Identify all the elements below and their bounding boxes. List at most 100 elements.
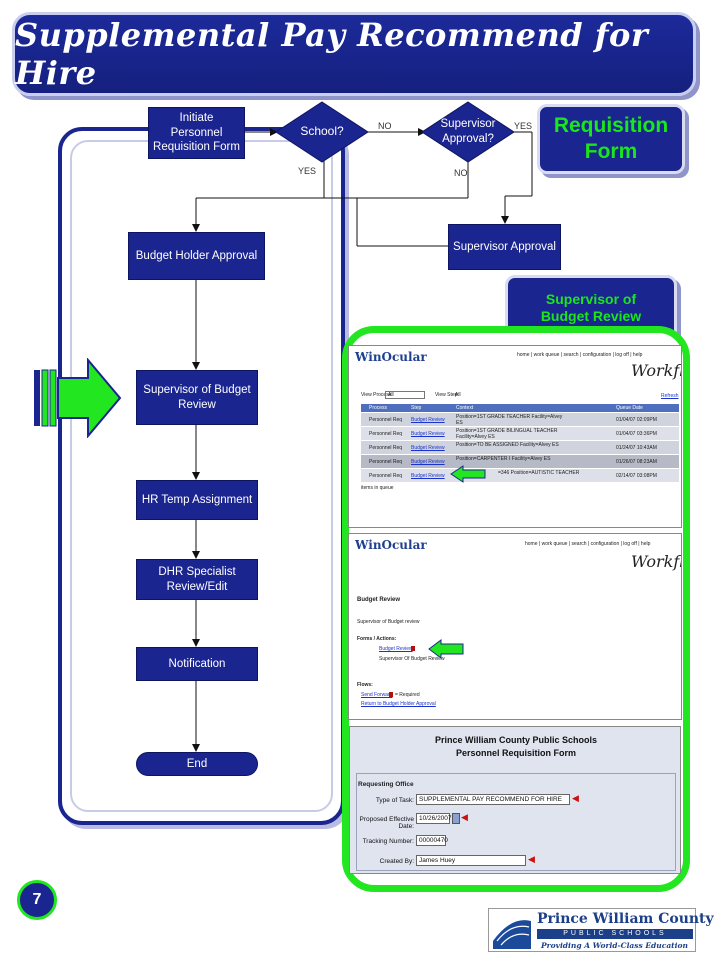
requesting-office-section: [356, 773, 676, 871]
form-subtitle: Supervisor Of Budget Review: [379, 656, 445, 662]
calendar-icon[interactable]: [452, 813, 460, 824]
row-step-link[interactable]: Budget Review: [411, 417, 445, 423]
type-of-task-label: Type of Task:: [375, 797, 414, 804]
flows-label: Flows:: [357, 682, 373, 688]
view-process-select[interactable]: All: [385, 391, 425, 399]
refresh-link[interactable]: Refresh: [661, 393, 679, 399]
school-question-label: School?: [300, 124, 344, 139]
created-by-field[interactable]: James Huey: [416, 855, 526, 866]
no-label-school: NO: [378, 121, 392, 131]
row-process: Personnel Req: [369, 445, 403, 451]
school-diamond: [275, 101, 369, 163]
budget-review-form-link[interactable]: Budget Review: [379, 646, 413, 652]
requisition-form-callout: Requisition Form: [537, 104, 685, 174]
top-nav[interactable]: home | work queue | search | configurati…: [517, 352, 643, 358]
page-number: 7: [17, 880, 57, 920]
tracking-number-label: Tracking Number:: [362, 838, 414, 845]
required-marker: ◀: [528, 854, 535, 864]
org-title: Prince William County Public Schools: [435, 735, 597, 745]
current-step-arrow-icon: [34, 358, 122, 438]
yes-label-supervisor: YES: [514, 121, 533, 131]
table-row[interactable]: Personnel Req Budget Review Position=CAR…: [361, 454, 679, 468]
winocular-logo: WinOcular: [355, 350, 427, 364]
yes-label-school: YES: [298, 166, 317, 176]
supervisor-approval-box: Supervisor Approval: [448, 224, 561, 270]
table-row[interactable]: Personnel Req Budget Review Position=TO …: [361, 440, 679, 454]
table-row[interactable]: Personnel Req Budget Review =346 Positio…: [361, 468, 679, 482]
created-by-label: Created By:: [379, 858, 414, 865]
pwcs-logo: Prince William County PUBLIC SCHOOLS Pro…: [488, 908, 714, 952]
required-marker: ◀: [461, 812, 468, 822]
requisition-form-screen: Prince William County Public Schools Per…: [349, 726, 681, 874]
row-process: Personnel Req: [369, 431, 403, 437]
queue-footer: items in queue: [361, 485, 394, 491]
col-process: Process: [369, 405, 388, 411]
row-step-link[interactable]: Budget Review: [411, 445, 445, 451]
row-date: 01/04/07 02:09PM: [616, 417, 657, 423]
hr-temp-assignment-box: HR Temp Assignment: [136, 480, 258, 520]
row-context: =346 Position=AUTISTIC TEACHER: [498, 470, 580, 476]
page-title: Supplemental Pay Recommend for Hire: [15, 16, 649, 92]
budget-review-screen: WinOcular home | work queue | search | c…: [348, 533, 682, 720]
form-title: Personnel Requisition Form: [455, 748, 576, 758]
no-label-supervisor: NO: [454, 168, 468, 178]
row-date: 01/26/07 08:23AM: [616, 459, 657, 465]
supervisor-question-label: Supervisor Approval?: [440, 118, 496, 145]
row-context: Position=1ST GRADE TEACHER Facility=Alve…: [456, 414, 563, 426]
row-process: Personnel Req: [369, 473, 403, 479]
winocular-logo: WinOcular: [355, 538, 427, 552]
pointer-arrow-icon: [450, 465, 486, 483]
required-marker: [411, 646, 415, 651]
budget-review-subheading: Supervisor of Budget review: [357, 619, 420, 625]
row-context: Position=CARPENTER I Facility=Alvey ES: [456, 456, 551, 462]
row-date: 02/14/07 03:08PM: [616, 473, 657, 479]
pointer-arrow-icon: [428, 639, 464, 659]
send-forward-link[interactable]: Send Forward: [361, 692, 393, 698]
row-context: Position=TO BE ASSIGNED Facility=Alvey E…: [456, 442, 559, 448]
budget-review-heading: Budget Review: [357, 597, 401, 603]
effective-date-label: Proposed Effective Date:: [359, 816, 414, 830]
row-context: Position=1ST GRADE BILINGUAL TEACHER Fac…: [456, 428, 558, 440]
forms-actions-label: Forms / Actions:: [357, 636, 397, 642]
tracking-number-field[interactable]: 00000470: [416, 835, 448, 846]
workflow-heading: Workflow: [631, 361, 681, 380]
col-queue-date: Queue Date: [616, 405, 643, 411]
end-terminator: End: [136, 752, 258, 776]
row-process: Personnel Req: [369, 459, 403, 465]
supervisor-approval-diamond: [421, 101, 515, 163]
row-step-link[interactable]: Budget Review: [411, 473, 445, 479]
notification-box: Notification: [136, 647, 258, 681]
logo-name: Prince William County: [537, 911, 714, 927]
row-date: 01/24/07 10:43AM: [616, 445, 657, 451]
required-legend: = Required: [395, 692, 420, 698]
row-date: 01/04/07 03:36PM: [616, 431, 657, 437]
globe-icon: [493, 920, 531, 949]
logo-tagline: Providing A World-Class Education: [541, 941, 688, 950]
work-queue-screen: WinOcular home | work queue | search | c…: [348, 345, 682, 528]
queue-table-header: Process Step Context Queue Date: [361, 404, 679, 412]
supervisor-budget-review-box: Supervisor of Budget Review: [136, 370, 258, 425]
table-row[interactable]: Personnel Req Budget Review Position=1ST…: [361, 412, 679, 426]
dhr-specialist-box: DHR Specialist Review/Edit: [136, 559, 258, 600]
required-marker: ◀: [572, 793, 579, 803]
view-process-label: View Process:: [361, 392, 393, 398]
top-nav[interactable]: home | work queue | search | configurati…: [525, 541, 651, 547]
section-label: Requesting Office: [358, 781, 414, 788]
initiate-requisition-box: Initiate Personnel Requisition Form: [148, 107, 245, 159]
view-step-select[interactable]: All: [455, 392, 461, 398]
view-step-label: View Step:: [435, 392, 459, 398]
effective-date-field[interactable]: 10/26/2007: [416, 813, 452, 824]
row-step-link[interactable]: Budget Review: [411, 431, 445, 437]
workflow-heading: Workflow: [631, 552, 681, 571]
return-budget-holder-link[interactable]: Return to Budget Holder Approval: [361, 701, 436, 707]
col-step: Step: [411, 405, 422, 411]
row-step-link[interactable]: Budget Review: [411, 459, 445, 465]
logo-sub: PUBLIC SCHOOLS: [537, 929, 693, 939]
required-marker: [389, 692, 393, 697]
col-context: Context: [456, 405, 474, 411]
budget-holder-approval-box: Budget Holder Approval: [128, 232, 265, 280]
title-banner: Supplemental Pay Recommend for Hire: [12, 12, 696, 96]
type-of-task-select[interactable]: SUPPLEMENTAL PAY RECOMMEND FOR HIRE: [416, 794, 570, 805]
table-row[interactable]: Personnel Req Budget Review Position=1ST…: [361, 426, 679, 440]
